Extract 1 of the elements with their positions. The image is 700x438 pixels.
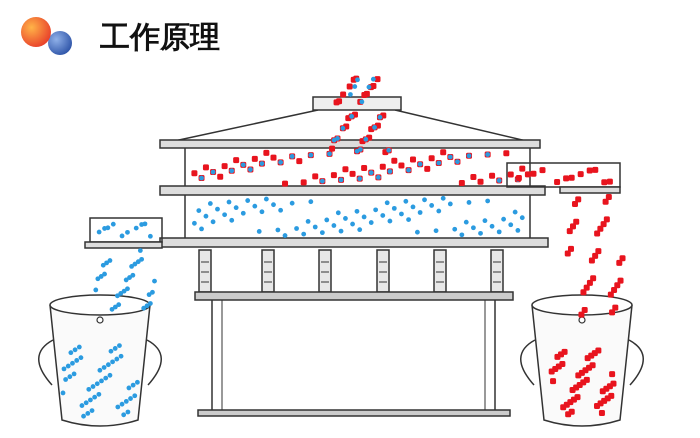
title: 工作原理 <box>100 19 220 57</box>
